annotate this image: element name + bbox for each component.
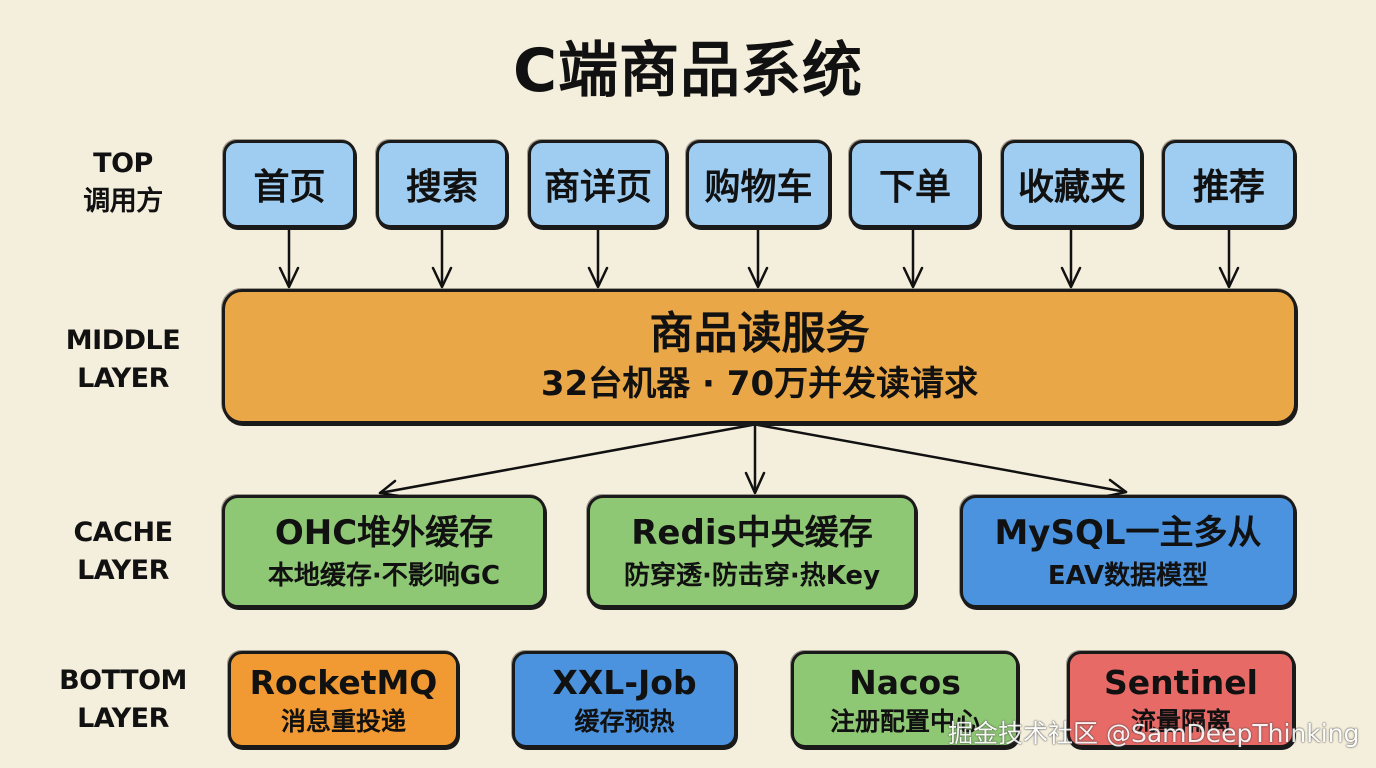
storage-node-mysql: MySQL一主多从 EAV数据模型 (960, 495, 1296, 608)
layer-label-middle-line2: LAYER (77, 363, 169, 394)
cache-node-ohc: OHC堆外缓存 本地缓存·不影响GC (222, 495, 546, 608)
cache-node-name: OHC堆外缓存 (274, 512, 494, 553)
caller-favorites: 收藏夹 (1001, 140, 1143, 228)
cache-node-name: MySQL一主多从 (994, 512, 1262, 553)
caller-cart: 购物车 (686, 140, 831, 228)
infra-node-xxl-job: XXL-Job 缓存预热 (512, 651, 737, 748)
layer-label-cache: CACHE LAYER (48, 514, 198, 590)
watermark: 掘金技术社区 @SamDeepThinking (948, 719, 1360, 748)
caller-recommend: 推荐 (1162, 140, 1296, 228)
caller-product-detail: 商详页 (528, 140, 668, 228)
service-name: 商品读服务 (649, 307, 870, 359)
infra-node-name: XXL-Job (552, 662, 697, 702)
arrow-search-to-service (431, 226, 453, 289)
infra-node-detail: 注册配置中心 (829, 706, 980, 736)
arrow-order-to-service (902, 226, 924, 289)
layer-label-top: TOP 调用方 (48, 145, 198, 221)
cache-node-redis: Redis中央缓存 防穿透·防击穿·热Key (587, 495, 917, 608)
infra-node-detail: 流量隔离 (1130, 706, 1231, 736)
diagram-title: C端商品系统 (512, 36, 864, 106)
layer-label-bottom-line2: LAYER (77, 703, 169, 734)
arrow-service-to-ohc (378, 423, 754, 498)
infra-node-detail: 消息重投递 (280, 706, 406, 736)
caller-homepage: 首页 (223, 140, 356, 228)
infra-node-name: Nacos (849, 662, 961, 702)
arrow-recommend-to-service (1218, 226, 1240, 289)
cache-node-name: Redis中央缓存 (631, 512, 873, 553)
caller-order: 下单 (849, 140, 981, 228)
layer-label-cache-line1: CACHE (73, 517, 173, 548)
layer-label-bottom: BOTTOM LAYER (48, 662, 198, 738)
arrow-homepage-to-service (278, 226, 300, 289)
cache-node-detail: 防穿透·防击穿·热Key (623, 560, 881, 591)
layer-label-middle: MIDDLE LAYER (48, 322, 198, 398)
layer-label-top-line2: 调用方 (83, 186, 163, 217)
infra-node-name: RocketMQ (249, 662, 438, 702)
layer-label-bottom-line1: BOTTOM (59, 665, 187, 696)
arrow-service-to-mysql (756, 423, 1128, 498)
infra-node-rocketmq: RocketMQ 消息重投递 (228, 651, 459, 748)
infra-node-sentinel: Sentinel 流量隔离 (1067, 651, 1295, 748)
infra-node-detail: 缓存预热 (574, 706, 675, 736)
infra-node-name: Sentinel (1104, 662, 1258, 702)
arrow-cart-to-service (747, 226, 769, 289)
arrow-favorites-to-service (1060, 226, 1082, 289)
layer-label-middle-line1: MIDDLE (65, 325, 181, 356)
arrow-service-to-redis (744, 423, 766, 495)
arrow-detail-to-service (587, 226, 609, 289)
service-detail: 32台机器 · 70万并发读请求 (540, 363, 979, 404)
caller-search: 搜索 (376, 140, 508, 228)
cache-node-detail: EAV数据模型 (1047, 560, 1209, 591)
cache-node-detail: 本地缓存·不影响GC (267, 560, 501, 591)
layer-label-top-line1: TOP (93, 148, 153, 179)
product-read-service: 商品读服务 32台机器 · 70万并发读请求 (222, 289, 1297, 424)
layer-label-cache-line2: LAYER (77, 555, 169, 586)
infra-node-nacos: Nacos 注册配置中心 (791, 651, 1019, 748)
